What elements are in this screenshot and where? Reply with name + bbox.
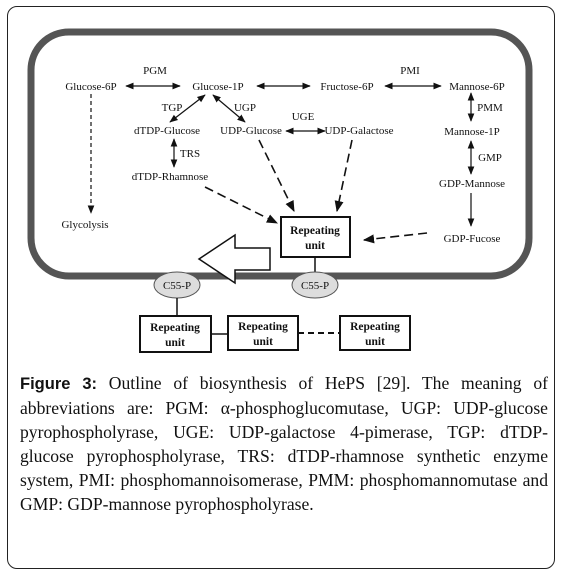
repeating-unit-chain-2-line2: unit [253, 336, 273, 348]
node-mannose-1p: Mannose-1P [444, 126, 500, 138]
biosynthesis-diagram: Glucose-6P Glucose-1P Fructose-6P Mannos… [27, 28, 533, 353]
arrow-udp-glucose-to-unit [258, 139, 295, 213]
node-gdp-mannose: GDP-Mannose [439, 178, 505, 190]
enzyme-uge: UGE [292, 111, 315, 123]
arrow-udp-galactose-to-unit [334, 139, 353, 213]
repeating-unit-chain-2-line1: Repeating [238, 321, 288, 333]
enzyme-pmm: PMM [477, 102, 503, 114]
caption-label: Figure 3: [20, 375, 98, 393]
node-fructose-6p: Fructose-6P [320, 81, 373, 93]
export-arrow-icon [197, 233, 271, 285]
enzyme-ugp: UGP [234, 102, 256, 114]
arrow-gdp-fucose-to-unit [362, 232, 428, 244]
node-dtdp-glucose: dTDP-Glucose [134, 125, 200, 137]
node-dtdp-rhamnose: dTDP-Rhamnose [132, 171, 209, 183]
repeating-unit-chain-1-line1: Repeating [150, 322, 200, 334]
figure-caption: Figure 3: Outline of biosynthesis of HeP… [20, 371, 548, 516]
arrow-dtdp-rhamnose-to-unit [204, 186, 279, 224]
node-udp-galactose: UDP-Galactose [324, 125, 393, 137]
repeating-unit-chain-3-line2: unit [365, 336, 385, 348]
caption-text: Outline of biosynthesis of HePS [29]. Th… [20, 373, 549, 514]
arrow-tgp [169, 94, 206, 123]
enzyme-tgp: TGP [162, 102, 183, 114]
repeating-unit-chain-3 [339, 315, 411, 351]
node-gdp-fucose: GDP-Fucose [444, 233, 501, 245]
node-mannose-6p: Mannose-6P [449, 81, 505, 93]
enzyme-pgm: PGM [143, 65, 167, 77]
enzyme-gmp: GMP [478, 152, 502, 164]
enzyme-trs: TRS [180, 148, 200, 160]
c55p-right-label: C55-P [301, 280, 329, 292]
figure-frame [7, 6, 555, 569]
node-glucose-1p: Glucose-1P [192, 81, 243, 93]
repeating-unit-inner-line2: unit [305, 240, 325, 252]
node-udp-glucose: UDP-Glucose [220, 125, 282, 137]
c55p-right-carrier [291, 271, 339, 299]
cell-membrane [27, 28, 533, 280]
repeating-unit-inner-line1: Repeating [290, 225, 340, 237]
c55p-left-label: C55-P [163, 280, 191, 292]
enzyme-pmi: PMI [400, 65, 420, 77]
repeating-unit-chain-3-line1: Repeating [350, 321, 400, 333]
arrow-ugp [212, 94, 246, 123]
repeating-unit-chain-1-line2: unit [165, 337, 185, 349]
node-glycolysis: Glycolysis [61, 219, 108, 231]
node-glucose-6p: Glucose-6P [65, 81, 116, 93]
